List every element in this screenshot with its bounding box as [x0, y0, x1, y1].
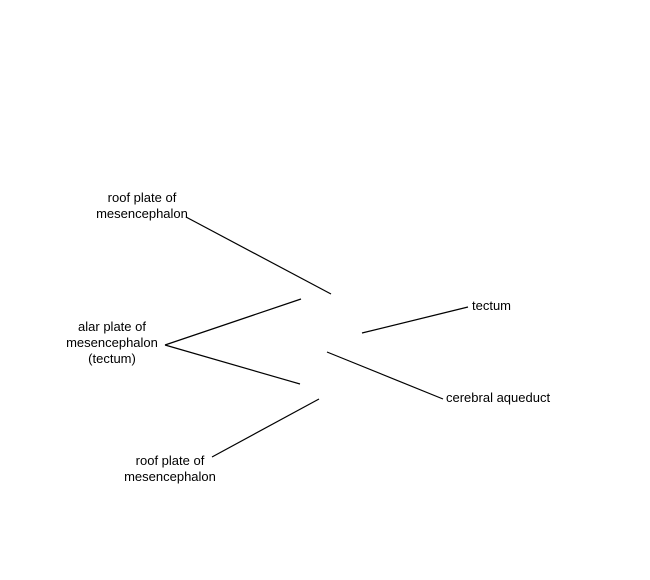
leader-line-roof-plate-top — [185, 216, 332, 295]
leader-line-alar-plate-upper — [164, 298, 302, 346]
label-alar-plate: alar plate of mesencephalon (tectum) — [52, 319, 172, 367]
label-line: mesencephalon — [66, 335, 158, 350]
label-line: mesencephalon — [124, 469, 216, 484]
label-line: alar plate of — [78, 319, 146, 334]
label-line: roof plate of — [107, 190, 177, 205]
leader-line-roof-plate-bottom — [211, 398, 320, 458]
label-roof-plate-top: roof plate of mesencephalon — [82, 190, 202, 222]
label-roof-plate-bottom: roof plate of mesencephalon — [110, 453, 230, 485]
label-cerebral-aqueduct: cerebral aqueduct — [446, 390, 551, 405]
label-line: roof plate of — [135, 453, 205, 468]
label-line: mesencephalon — [96, 206, 188, 221]
leader-line-tectum — [361, 306, 469, 334]
label-line: (tectum) — [88, 351, 136, 366]
leader-line-alar-plate-lower — [164, 344, 301, 385]
label-tectum: tectum — [472, 298, 512, 313]
leader-line-cerebral-aqueduct — [326, 351, 444, 400]
